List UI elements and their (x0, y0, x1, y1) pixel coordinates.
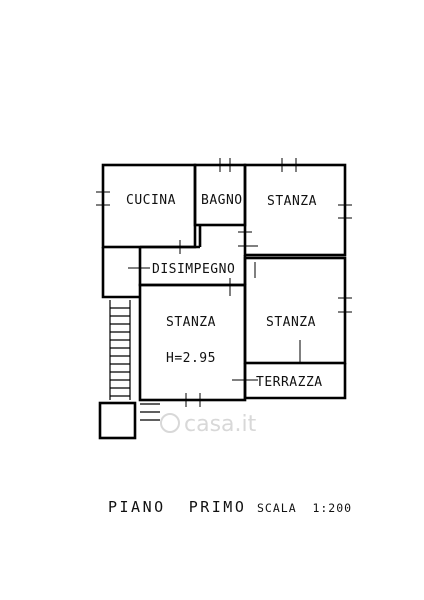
openings (96, 158, 352, 407)
room-label-terrazza: TERRAZZA (256, 375, 323, 390)
room-label-disimpegno: DISIMPEGNO (152, 262, 235, 277)
walls (98, 163, 347, 440)
room-label-stanza-top: STANZA (267, 194, 317, 209)
plan-title: PIANO PRIMO (108, 498, 246, 516)
watermark-logo-icon (160, 413, 180, 433)
watermark: casa.it (160, 412, 257, 437)
ceiling-height-note: H=2.95 (166, 351, 216, 366)
room-label-stanza-right: STANZA (266, 315, 316, 330)
plan-scale: SCALA 1:200 (257, 501, 352, 515)
stairs (109, 300, 160, 421)
watermark-text: casa.it (184, 412, 257, 437)
room-label-stanza-left: STANZA (166, 315, 216, 330)
room-label-cucina: CUCINA (126, 193, 176, 208)
room-label-bagno: BAGNO (201, 193, 243, 208)
